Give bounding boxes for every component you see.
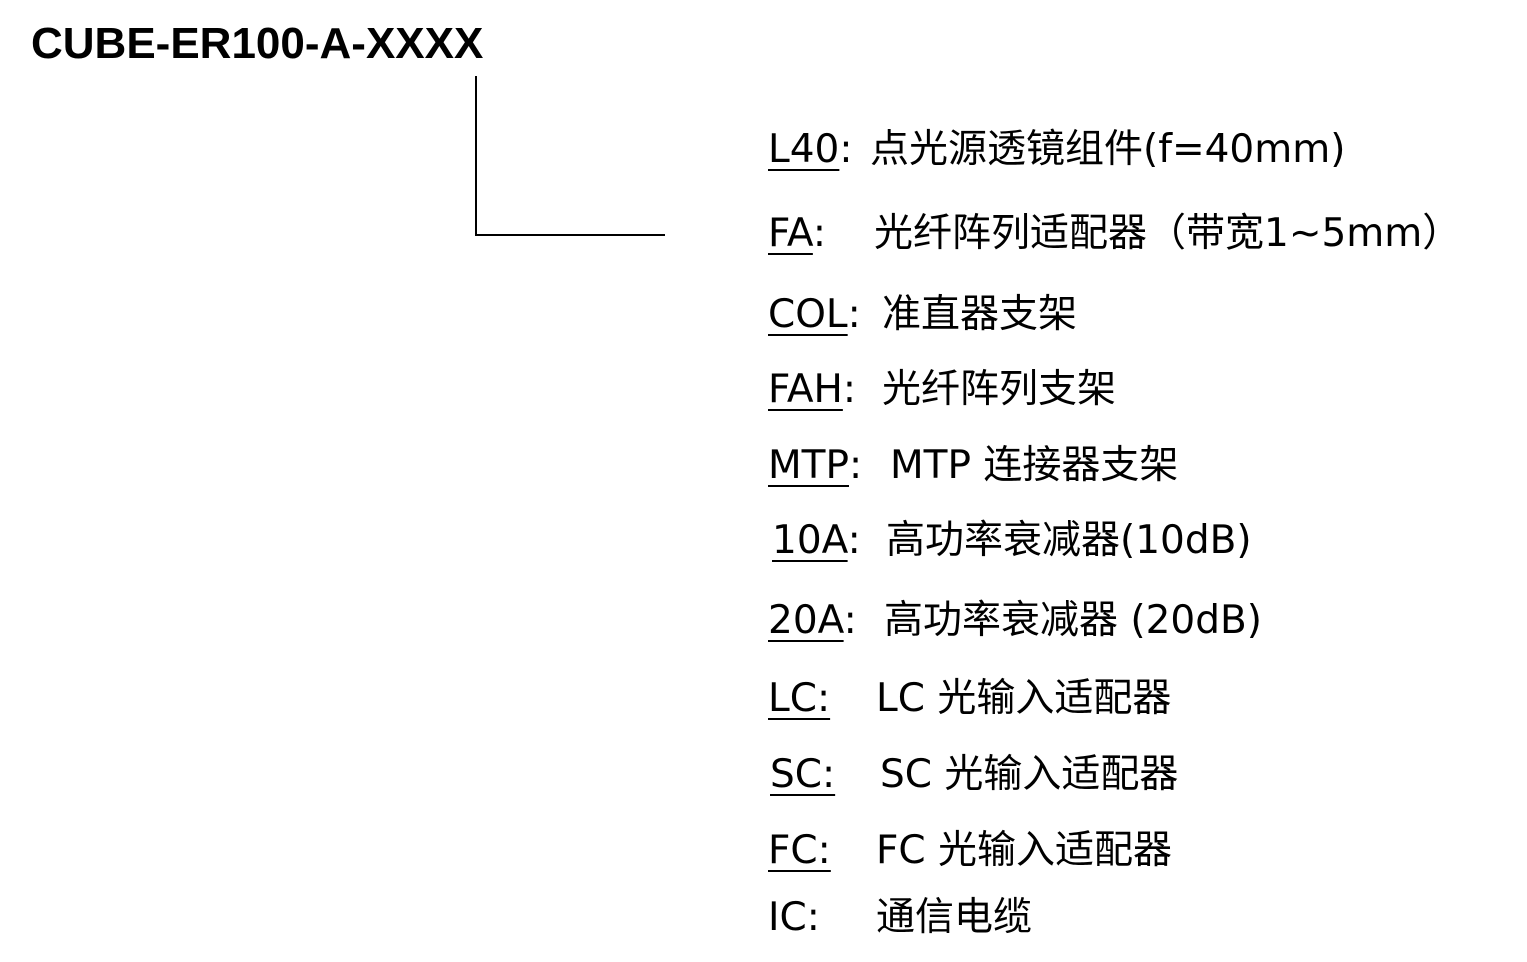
option-code-text: 10A (772, 518, 848, 563)
option-code: 10A: (772, 513, 861, 569)
option-code: LC: (768, 671, 830, 727)
option-code-text: L40 (768, 127, 840, 172)
option-code-text: MTP (768, 443, 849, 488)
option-code-text: 20A (768, 598, 844, 643)
option-description: 光纤阵列适配器（带宽1~5mm） (874, 211, 1462, 256)
option-code: IC: (768, 890, 820, 946)
option-code-separator: : (812, 211, 826, 256)
option-code-separator: : (849, 443, 863, 488)
option-description: 高功率衰减器 (20dB) (884, 598, 1262, 643)
option-description: 点光源透镜组件(f=40mm) (870, 127, 1346, 172)
option-code: 20A: (768, 593, 857, 649)
option-code-text: FAH (768, 367, 843, 412)
option-code-text: FC: (768, 828, 831, 873)
option-description: LC 光输入适配器 (876, 676, 1172, 721)
option-code-separator: : (839, 127, 853, 172)
option-code-separator: : (847, 292, 861, 337)
option-code-separator: : (843, 598, 857, 643)
option-description: 高功率衰减器(10dB) (886, 518, 1252, 563)
option-code: L40: (768, 122, 853, 178)
option-code: COL: (768, 287, 861, 343)
option-description: 准直器支架 (882, 292, 1078, 337)
option-code: FA: (768, 206, 826, 262)
option-code: FAH: (768, 362, 856, 418)
option-code-text: FA (768, 211, 813, 256)
option-code: SC: (770, 747, 835, 803)
option-description: 通信电缆 (876, 895, 1033, 940)
option-code-text: LC: (768, 676, 831, 721)
option-code-text: SC: (770, 752, 836, 797)
option-code-text: IC: (768, 895, 820, 940)
option-code-separator: : (847, 518, 861, 563)
option-description: MTP 连接器支架 (890, 443, 1179, 488)
option-code: FC: (768, 823, 831, 879)
option-code-separator: : (842, 367, 856, 412)
option-code-text: COL (768, 292, 848, 337)
option-description: FC 光输入适配器 (876, 828, 1173, 873)
option-description: SC 光输入适配器 (880, 752, 1179, 797)
option-code: MTP: (768, 438, 862, 494)
model-code-title: CUBE-ER100-A-XXXX (31, 19, 484, 68)
option-description: 光纤阵列支架 (882, 367, 1117, 412)
